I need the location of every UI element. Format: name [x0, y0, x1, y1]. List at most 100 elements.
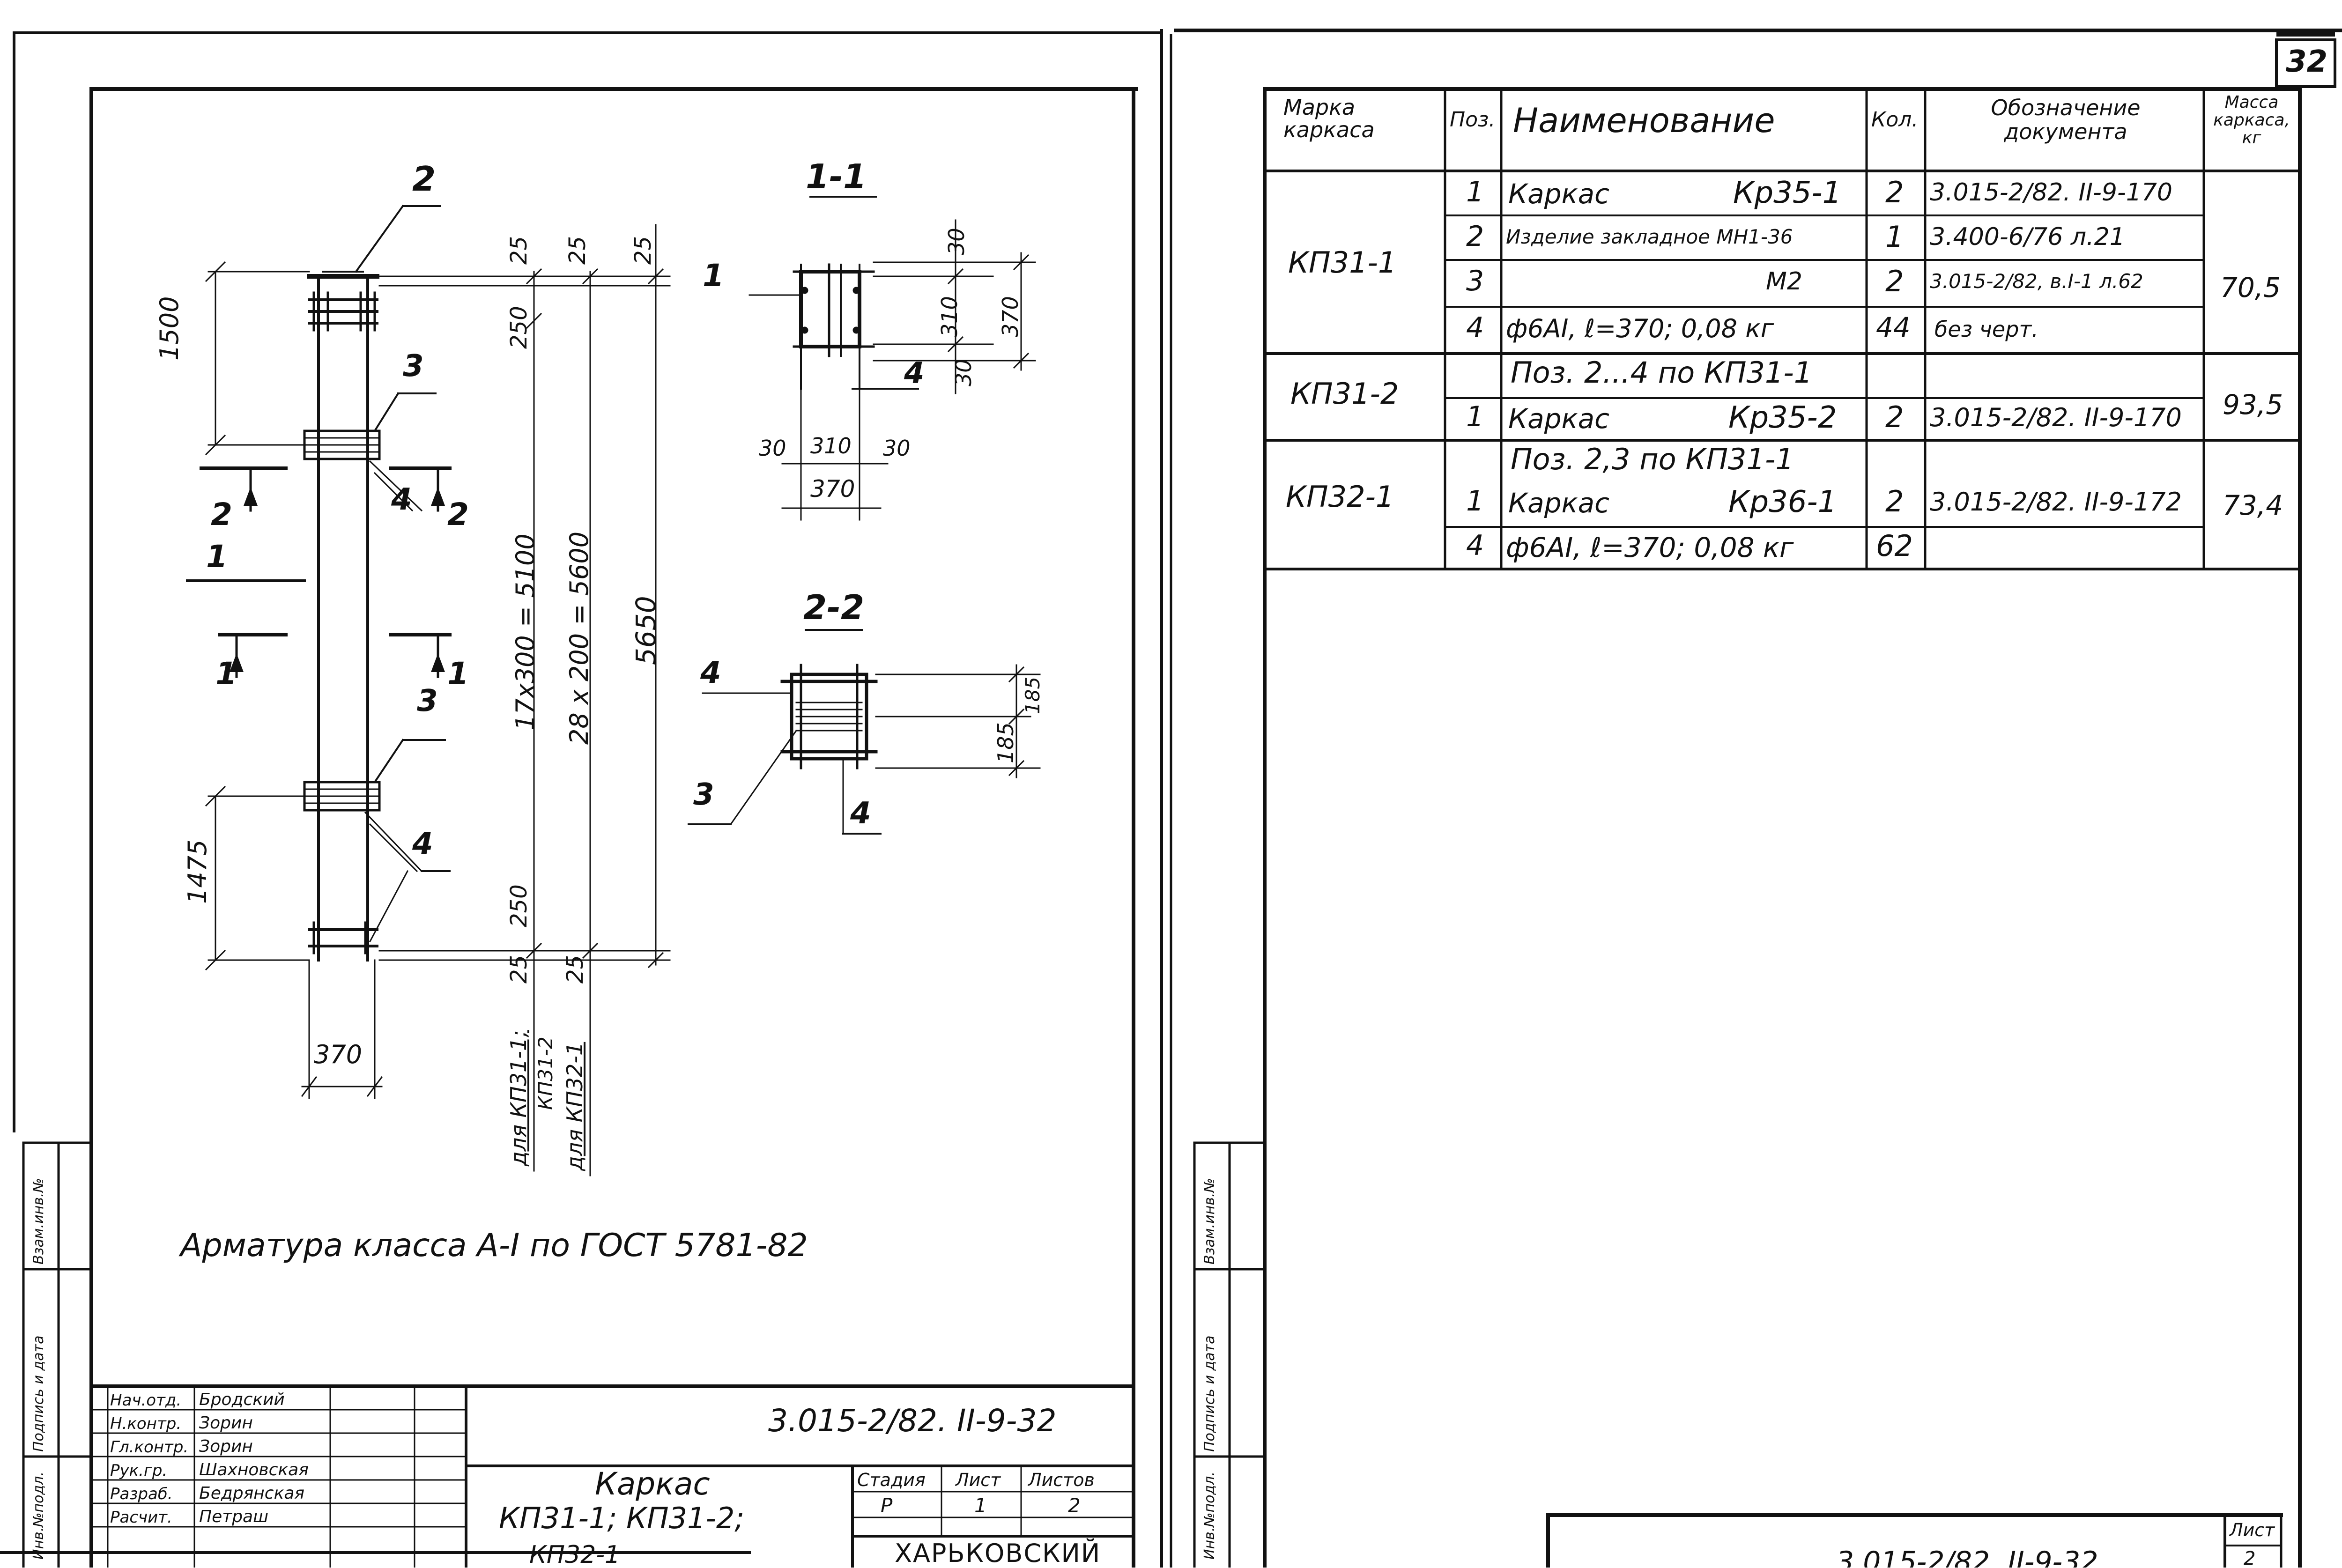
- s1-dim-310-h: 310: [810, 433, 852, 459]
- s2-dim-185: 185: [993, 722, 1018, 763]
- tb-organization: ХАРЬКОВСКИЙ: [895, 1538, 1101, 1568]
- dim-25-d: 25: [506, 954, 532, 984]
- pos4-label-lower: 4: [412, 827, 433, 861]
- row2-doc: 3.015-2/82, в.I-1 л.62: [1930, 270, 2143, 293]
- dim-25-a: 25: [506, 236, 532, 265]
- s2-dim-185b: 185: [1021, 676, 1044, 714]
- s1-dim-30-right: 30: [883, 436, 911, 461]
- row7-doc: 3.015-2/82. II-9-172: [1930, 487, 2182, 517]
- tb-name-2: Зорин: [199, 1437, 253, 1456]
- tb-sheet: 1: [974, 1494, 987, 1517]
- s1-dim-310-v: 310: [937, 296, 962, 337]
- cut1-right-label: 1: [447, 656, 469, 692]
- dim-370-bottom: 370: [314, 1040, 363, 1069]
- section2-pos4-top-label: 4: [700, 656, 721, 690]
- row1-name: Изделие закладное МН1-36: [1506, 225, 1793, 248]
- dim-28x200: 28 х 200 = 5600: [564, 531, 594, 745]
- section-2-title: 2-2: [803, 588, 865, 627]
- tb-role-5: Расчит.: [110, 1508, 172, 1527]
- pos3-label-lower: 3: [417, 684, 438, 718]
- dim-5650: 5650: [630, 596, 662, 665]
- page-number-bar: [2276, 29, 2335, 37]
- pos4-label-upper: 4: [391, 482, 412, 517]
- row5-qty: 2: [1885, 400, 1904, 434]
- section1-pos4-label: 4: [904, 356, 925, 390]
- axis-1-label: 1: [206, 539, 228, 575]
- right-sheet-value: 2: [2244, 1548, 2256, 1568]
- tb-title-line2: КП31-1; КП31-2;: [499, 1501, 745, 1535]
- left-stamp-inv-orig: Инв.№подл.: [30, 1472, 47, 1560]
- row5-pos: 1: [1466, 400, 1484, 433]
- pos3-label-upper: 3: [403, 349, 424, 384]
- tb-role-3: Рук.гр.: [110, 1461, 168, 1480]
- tb-name-5: Петраш: [199, 1507, 269, 1526]
- row6-mark: КП32-1: [1286, 480, 1394, 514]
- row4-name: Поз. 2...4 по КП31-1: [1511, 355, 1813, 390]
- row7-pos: 1: [1466, 485, 1484, 518]
- note-for-kp31-1: для КП31-1;: [506, 1030, 531, 1166]
- row0-qty: 2: [1885, 175, 1904, 209]
- row7-name: Каркас: [1508, 487, 1609, 519]
- row3-qty: 44: [1876, 311, 1911, 343]
- row0-pos: 1: [1466, 176, 1484, 208]
- hdr-mass: Масса каркаса, кг: [2213, 93, 2290, 148]
- tb-title-line3: КП32-1: [529, 1541, 621, 1568]
- tb-stage: Р: [881, 1494, 893, 1517]
- note-for-kp31-2: КП31-2: [534, 1036, 557, 1110]
- row0-name: Каркас: [1508, 178, 1609, 210]
- tb-role-1: Н.контр.: [110, 1414, 182, 1433]
- dim-1475: 1475: [183, 839, 212, 904]
- hdr-qty: Кол.: [1871, 108, 1919, 132]
- cut2-right-label: 2: [447, 496, 469, 533]
- dim-25-b: 25: [564, 236, 591, 265]
- pos2-label: 2: [412, 159, 436, 199]
- tb-stage-header: Стадия: [857, 1470, 926, 1490]
- tb-name-1: Зорин: [199, 1413, 253, 1433]
- cut1-left-label: 1: [215, 656, 237, 692]
- row4-mark: КП31-2: [1290, 377, 1399, 411]
- tb-sheets: 2: [1068, 1494, 1081, 1517]
- row8-name: ф6АI, ℓ=370; 0,08 кг: [1506, 532, 1794, 563]
- row1-pos: 2: [1466, 220, 1484, 253]
- row4-mass: 93,5: [2223, 389, 2283, 421]
- row2-pos: 3: [1466, 265, 1484, 297]
- row0-doc: 3.015-2/82. II-9-170: [1930, 178, 2172, 207]
- right-sheet-label: Лист: [2230, 1520, 2275, 1540]
- row1-qty: 1: [1885, 220, 1904, 254]
- reinforcement-note: Арматура класса А-I по ГОСТ 5781-82: [180, 1227, 808, 1264]
- dim-25-e: 25: [562, 954, 588, 984]
- s1-dim-370-h: 370: [810, 475, 855, 503]
- section2-pos4-bottom-label: 4: [850, 796, 871, 831]
- row7-name-right: Кр36-1: [1728, 485, 1837, 519]
- tb-role-2: Гл.контр.: [110, 1438, 189, 1457]
- right-stamp-vz-inv: Взам.инв.№: [1201, 1178, 1218, 1265]
- section-1-title: 1-1: [806, 157, 867, 196]
- dim-250-bottom: 250: [506, 884, 532, 927]
- left-stamp-vz-inv: Взам.инв.№: [30, 1178, 47, 1265]
- tb-doc-code: 3.015-2/82. II-9-32: [768, 1403, 1057, 1439]
- tb-title-line1: Каркас: [595, 1466, 710, 1502]
- dim-17x300: 17х300 = 5100: [511, 533, 540, 731]
- hdr-name: Наименование: [1513, 101, 1775, 140]
- tb-name-0: Бродский: [199, 1390, 285, 1409]
- s1-dim-30-top: 30: [944, 228, 969, 255]
- s1-dim-30-v: 30: [951, 359, 976, 386]
- dim-1500: 1500: [155, 296, 184, 361]
- right-stamp-inv-orig: Инв.№подл.: [1201, 1472, 1218, 1560]
- note-for-kp32-1: для КП32-1: [562, 1042, 587, 1171]
- row8-qty: 62: [1876, 529, 1913, 563]
- row6-name: Поз. 2,3 по КП31-1: [1511, 442, 1794, 476]
- tb-role-4: Разраб.: [110, 1485, 173, 1503]
- tb-role-0: Нач.отд.: [110, 1391, 182, 1410]
- row7-qty: 2: [1885, 484, 1904, 518]
- row5-name: Каркас: [1508, 403, 1609, 435]
- right-bottom-doc-code: 3.015-2/82. II-9-32: [1836, 1546, 2098, 1568]
- right-stamp-sign-date: Подпись и дата: [1201, 1335, 1218, 1452]
- row2-name-right: М2: [1766, 267, 1802, 296]
- row3-name: ф6АI, ℓ=370; 0,08 кг: [1506, 314, 1774, 343]
- tb-name-4: Бедрянская: [199, 1484, 305, 1503]
- dim-25-c: 25: [630, 236, 656, 265]
- left-stamp-sign-date: Подпись и дата: [30, 1335, 47, 1452]
- row1-doc: 3.400-6/76 л.21: [1930, 223, 2125, 251]
